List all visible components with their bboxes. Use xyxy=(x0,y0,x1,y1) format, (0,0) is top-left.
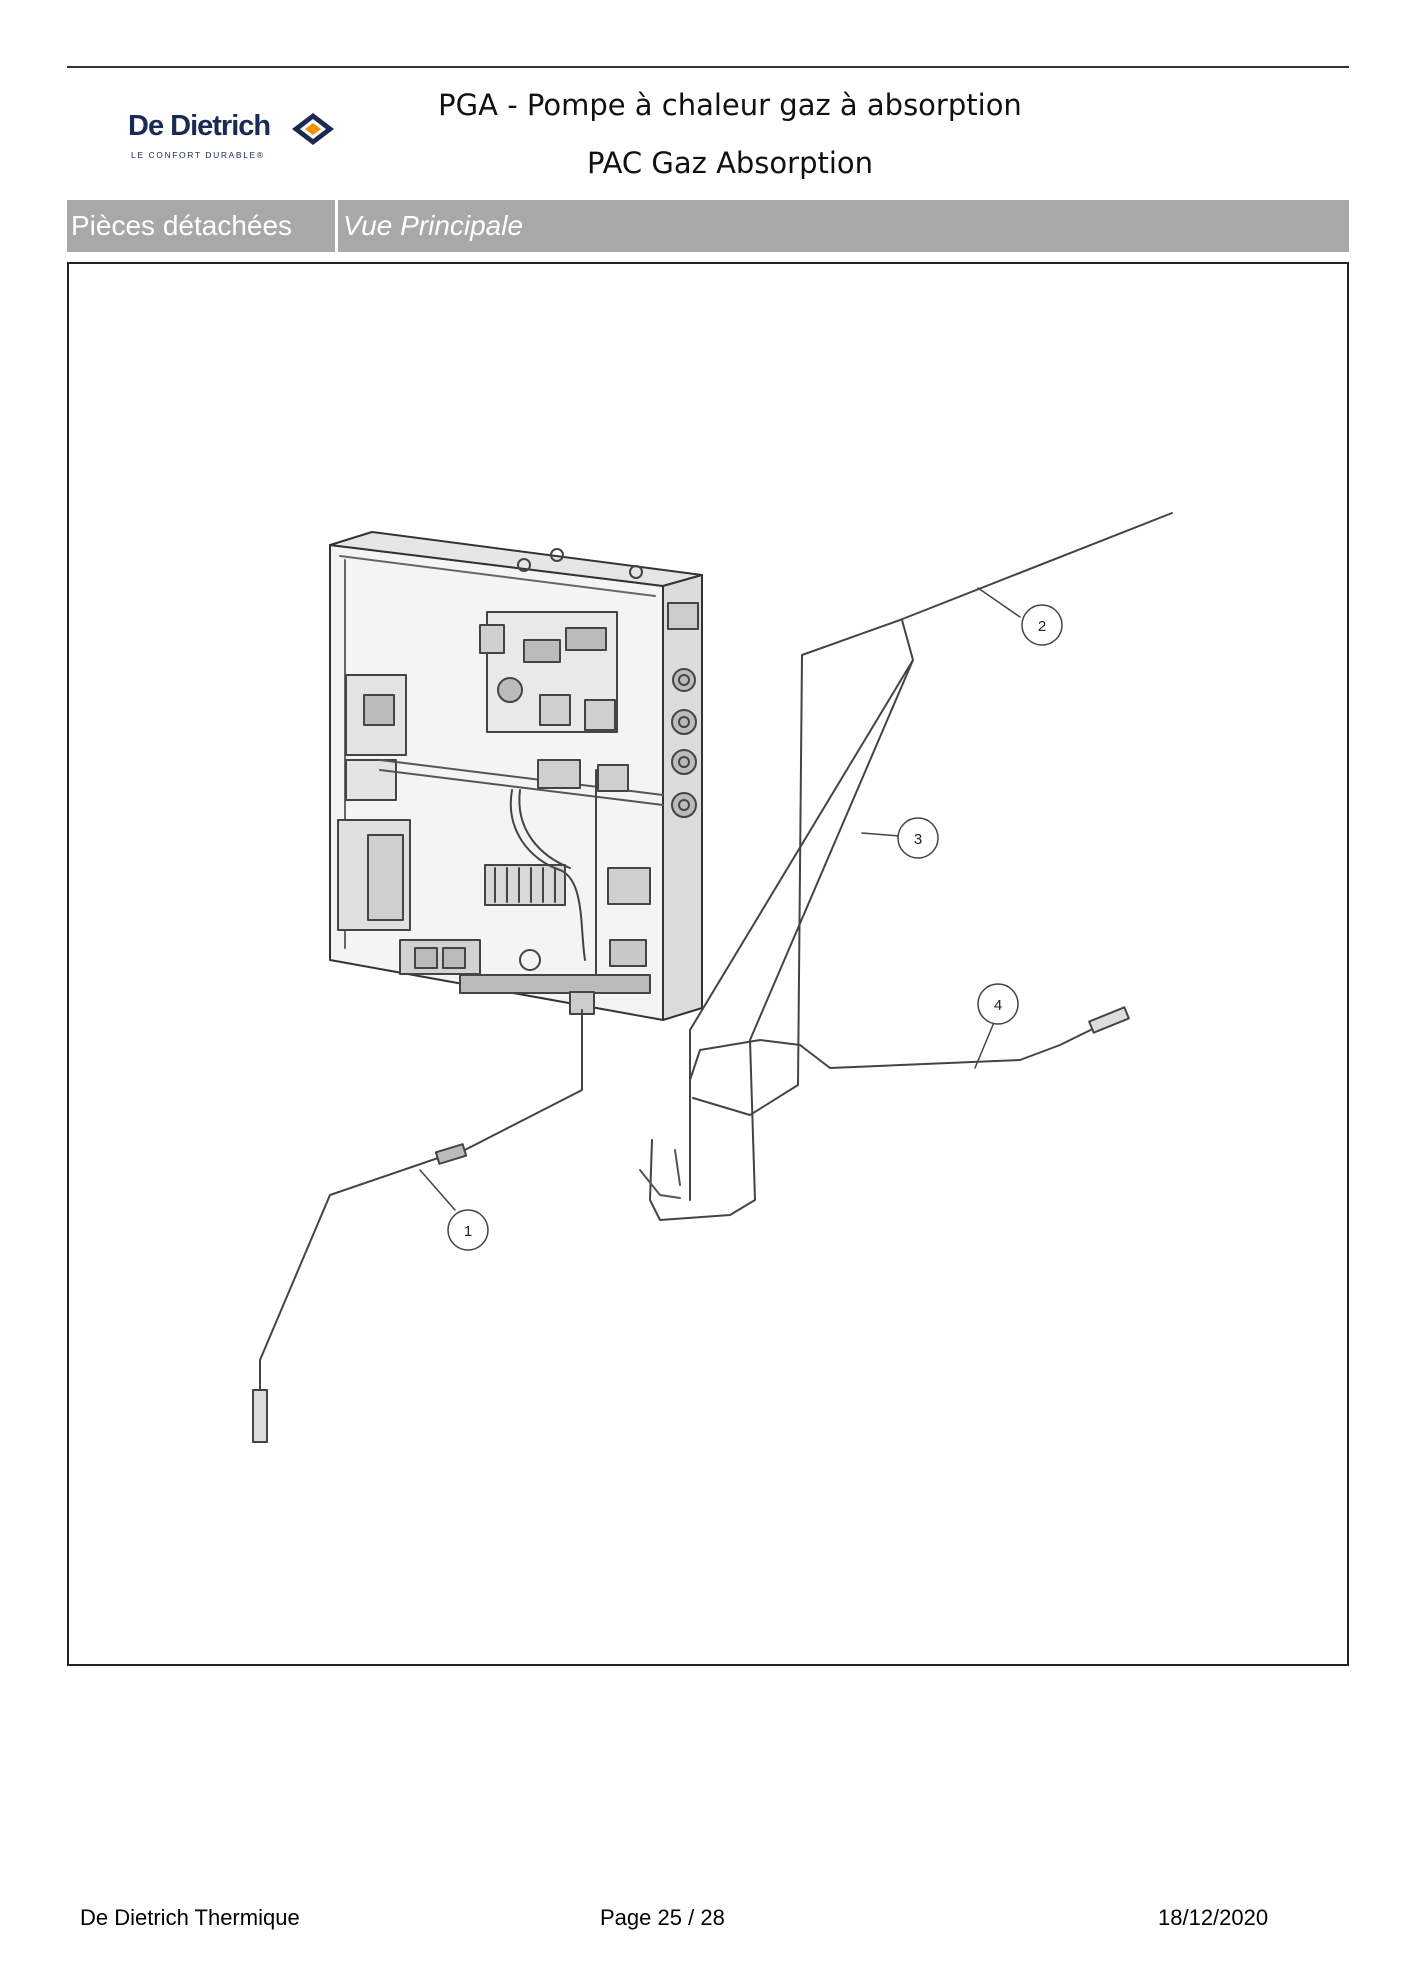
sensor-4-probe xyxy=(1088,1006,1130,1034)
sensor-cable-3 xyxy=(649,619,914,1221)
brand-diamond-icon xyxy=(292,113,334,145)
section-bar-divider xyxy=(335,200,338,252)
document-title: PGA - Pompe à chaleur gaz à absorption xyxy=(438,88,1022,122)
sensor-1-probe xyxy=(252,1389,268,1443)
footer-page-number: Page 25 / 28 xyxy=(600,1905,725,1931)
section-label: Pièces détachées xyxy=(71,210,293,241)
callout-circle-3 xyxy=(897,817,939,859)
page-label: Page xyxy=(600,1905,652,1930)
brand-logo: De Dietrich LE CONFORT DURABLE® xyxy=(128,110,348,166)
callout-label-2: 2 xyxy=(1038,618,1046,635)
view-label: Vue Principale xyxy=(343,210,524,241)
header-top-rule xyxy=(67,66,1349,68)
drawing-frame xyxy=(67,262,1349,1666)
footer-company: De Dietrich Thermique xyxy=(80,1905,300,1930)
footer-date: 18/12/2020 xyxy=(1158,1905,1269,1930)
document-subtitle: PAC Gaz Absorption xyxy=(586,146,874,180)
page-separator: / xyxy=(688,1905,695,1930)
callout-circle-2 xyxy=(1021,604,1063,646)
page-total: 28 xyxy=(700,1905,725,1930)
sensor-1-inline-connector xyxy=(434,1143,468,1165)
sensor-cable-2 xyxy=(692,512,1173,1116)
callout-label-4: 4 xyxy=(994,997,1002,1014)
control-box xyxy=(329,531,703,1021)
callout-circle-4 xyxy=(977,983,1019,1025)
brand-tagline: LE CONFORT DURABLE® xyxy=(131,150,265,160)
leader-line-1 xyxy=(419,1169,456,1211)
sensor-cable-3b xyxy=(689,659,914,1201)
page-current: 25 xyxy=(657,1905,682,1930)
leader-line-4 xyxy=(974,1019,996,1069)
callout-circle-1 xyxy=(447,1209,489,1251)
brand-name: De Dietrich xyxy=(128,110,271,142)
leader-line-3 xyxy=(861,832,901,837)
sensor-cable-1 xyxy=(259,1009,583,1441)
sensor-cable-4 xyxy=(689,1017,1116,1081)
callout-label-1: 1 xyxy=(464,1223,472,1240)
callout-label-3: 3 xyxy=(914,831,922,848)
section-bar: Pièces détachées Vue Principale xyxy=(67,200,1349,252)
leader-line-2 xyxy=(977,587,1021,618)
